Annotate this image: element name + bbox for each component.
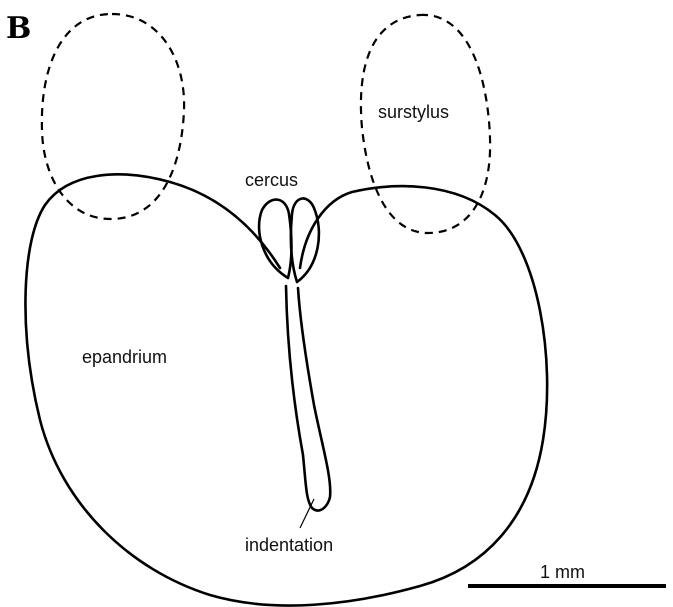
panel-letter: B [6, 11, 31, 46]
left-cercus [259, 200, 291, 278]
cercus-label: cercus [245, 170, 298, 190]
epandrium-label: epandrium [82, 347, 167, 367]
surstylus-label: surstylus [378, 102, 449, 122]
indentation-slot [286, 286, 330, 511]
right-cercus [291, 198, 319, 282]
indentation-label: indentation [245, 535, 333, 555]
indentation-leader-line [300, 499, 314, 528]
scale-bar-label: 1 mm [540, 562, 585, 582]
